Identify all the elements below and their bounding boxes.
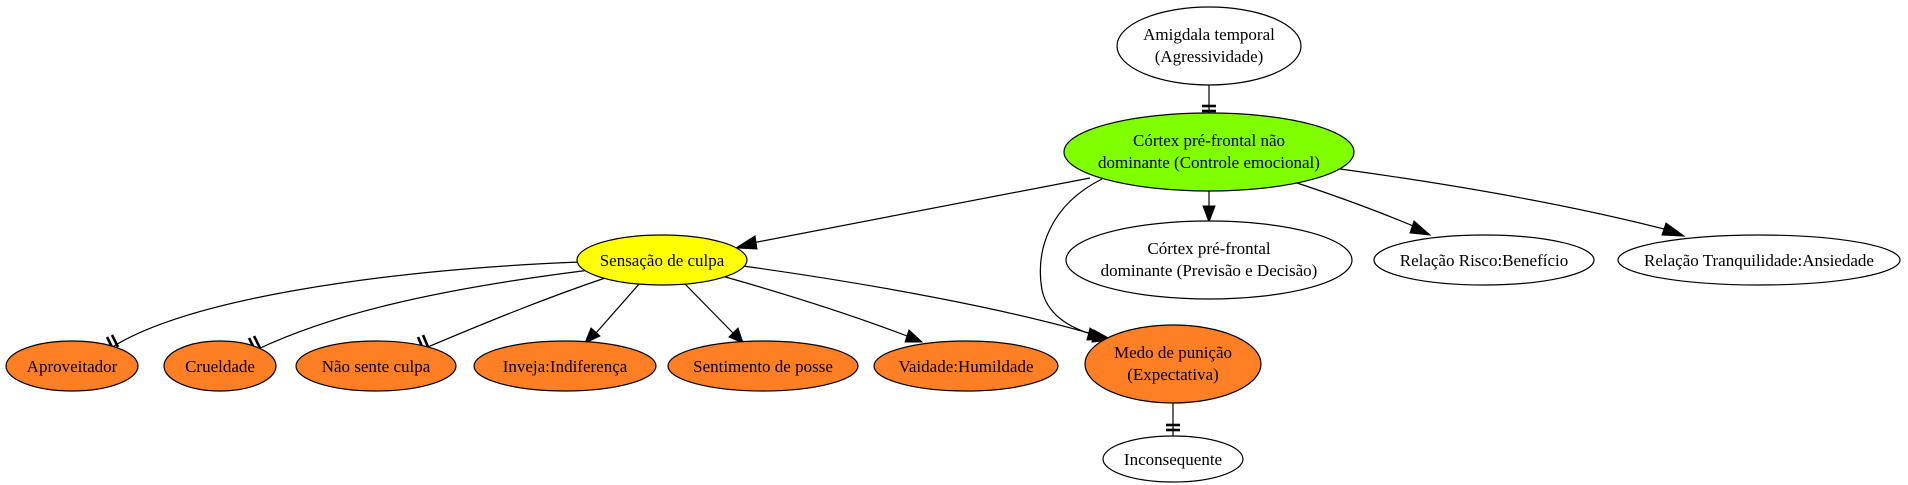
edge-culpa-inveja (595, 282, 641, 334)
node-cortex-nao-dominante-line1: Córtex pré-frontal não (1133, 131, 1285, 150)
node-sensacao-de-culpa-label: Sensação de culpa (600, 251, 725, 270)
edge-culpa-medo (742, 265, 1093, 335)
node-aproveitador-shape (5, 340, 139, 392)
node-medo-de-punicao[interactable]: Medo de punição (Expectativa) (1084, 324, 1262, 404)
node-nao-sente-culpa-label: Não sente culpa (322, 357, 431, 376)
node-sentimento-de-posse-label: Sentimento de posse (693, 357, 833, 376)
edge-arrow-tranquilidade (1661, 222, 1686, 237)
node-aproveitador[interactable]: Aproveitador (5, 340, 139, 392)
node-medo-de-punicao-line1: Medo de punição (1114, 343, 1232, 362)
edge-arrow-cortex-d (1202, 205, 1216, 224)
edge-culpa-vaidade (721, 275, 908, 337)
edge-arrow-risco (1409, 220, 1432, 236)
node-vaidade-humildade[interactable]: Vaidade:Humildade (873, 340, 1059, 392)
node-cortex-dominante-line1: Córtex pré-frontal (1147, 239, 1270, 258)
node-inveja-indiferenca-label: Inveja:Indiferença (503, 357, 628, 376)
edge-cortex-nd-culpa (751, 177, 1091, 244)
node-relacao-risco-beneficio-label: Relação Risco:Benefício (1400, 251, 1569, 270)
node-nao-sente-culpa-shape (295, 340, 457, 392)
edge-tee-crueldade-2 (252, 335, 262, 349)
node-inconsequente-label: Inconsequente (1124, 450, 1222, 469)
node-relacao-tranquilidade-ansiedade-shape (1617, 234, 1901, 286)
node-relacao-risco-beneficio-shape (1373, 234, 1595, 286)
node-sensacao-de-culpa-shape (576, 234, 748, 286)
edge-culpa-posse (683, 282, 734, 334)
node-inveja-indiferenca[interactable]: Inveja:Indiferença (473, 340, 657, 392)
edge-arrow-inveja (584, 327, 601, 344)
node-relacao-tranquilidade-ansiedade-label: Relação Tranquilidade:Ansiedade (1644, 251, 1874, 270)
node-inconsequente-shape (1102, 435, 1244, 483)
node-relacao-risco-beneficio[interactable]: Relação Risco:Benefício (1373, 234, 1595, 286)
node-amigdala-line2: (Agressividade) (1155, 47, 1264, 66)
node-inconsequente[interactable]: Inconsequente (1102, 435, 1244, 483)
edge-tee-nao-sente-2 (421, 334, 430, 348)
node-crueldade-label: Crueldade (185, 357, 255, 376)
node-inveja-indiferenca-shape (473, 340, 657, 392)
node-vaidade-humildade-shape (873, 340, 1059, 392)
edge-arrow-culpa (734, 235, 758, 250)
node-amigdala-shape (1116, 6, 1302, 86)
node-aproveitador-label: Aproveitador (27, 357, 118, 376)
node-cortex-dominante[interactable]: Córtex pré-frontal dominante (Previsão e… (1065, 220, 1353, 300)
edge-culpa-aproveitador (107, 261, 581, 351)
node-cortex-dominante-shape (1065, 220, 1353, 300)
node-cortex-nao-dominante[interactable]: Córtex pré-frontal não dominante (Contro… (1063, 112, 1355, 192)
node-sentimento-de-posse[interactable]: Sentimento de posse (667, 340, 859, 392)
node-crueldade[interactable]: Crueldade (163, 340, 277, 392)
edge-arrow-culpa-medo (1086, 327, 1109, 341)
node-sentimento-de-posse-shape (667, 340, 859, 392)
node-amigdala[interactable]: Amigdala temporal (Agressividade) (1116, 6, 1302, 86)
node-amigdala-line1: Amigdala temporal (1143, 25, 1275, 44)
edge-culpa-nao-sente (422, 276, 609, 350)
node-medo-de-punicao-shape (1084, 324, 1262, 404)
node-vaidade-humildade-label: Vaidade:Humildade (898, 357, 1033, 376)
node-cortex-nao-dominante-shape (1063, 112, 1355, 192)
node-nao-sente-culpa[interactable]: Não sente culpa (295, 340, 457, 392)
node-cortex-nao-dominante-line2: dominante (Controle emocional) (1098, 153, 1320, 172)
edge-arrow-posse (728, 327, 744, 344)
node-medo-de-punicao-line2: (Expectativa) (1127, 365, 1219, 384)
edge-cortex-nd-tranquilidade (1332, 167, 1669, 231)
edge-cortex-nd-medo (1039, 178, 1103, 337)
node-sensacao-de-culpa[interactable]: Sensação de culpa (576, 234, 748, 286)
node-relacao-tranquilidade-ansiedade[interactable]: Relação Tranquilidade:Ansiedade (1617, 234, 1901, 286)
node-cortex-dominante-line2: dominante (Previsão e Decisão) (1101, 261, 1318, 280)
edge-cortex-nd-risco (1287, 179, 1419, 229)
node-crueldade-shape (163, 340, 277, 392)
edge-arrow-vaidade (904, 329, 924, 343)
edge-tee-aproveitador-2 (110, 334, 120, 348)
edge-culpa-crueldade (255, 269, 591, 351)
